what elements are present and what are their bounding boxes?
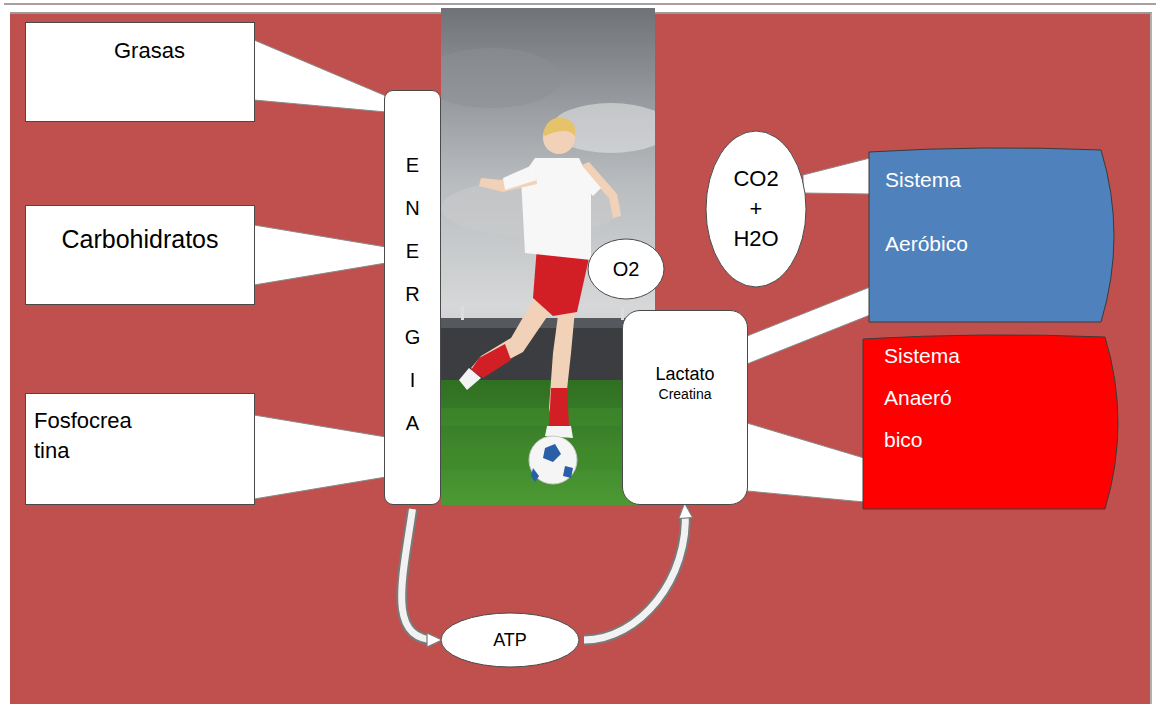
text-holder: Sistema Anaeró bico	[862, 335, 1127, 510]
stadium-light	[461, 306, 464, 320]
wedge-shape	[254, 415, 386, 499]
aerobic-system: Sistema Aeróbico	[868, 148, 1123, 323]
ellipse-outline	[588, 239, 664, 299]
text-holder: Carbohidratos	[26, 206, 254, 304]
oxygen-ellipse: O2	[587, 238, 665, 300]
system-outline	[863, 335, 1118, 509]
product-ellipse: CO2 + H2O	[705, 130, 807, 288]
node-label: E N E R G I A	[403, 144, 423, 445]
node-label: Sistema Aeróbico	[885, 148, 980, 276]
energy-wedge	[747, 287, 870, 364]
text-holder: Sistema Aeróbico	[868, 148, 1123, 323]
arrow-outline	[402, 509, 436, 640]
node-label: CO2 + H2O	[729, 164, 783, 254]
arrow-outline	[584, 509, 685, 640]
text-holder: ATP	[440, 612, 580, 668]
energy-wedge	[747, 423, 864, 502]
text-holder: CO2 + H2O	[705, 130, 807, 288]
cycle-arrow	[402, 509, 436, 640]
text-holder: LactatoCreatina	[623, 311, 747, 504]
atp-ellipse: ATP	[440, 612, 580, 668]
wedge-shape	[747, 287, 870, 364]
byproduct-box: LactatoCreatina	[622, 310, 748, 505]
system-outline	[869, 148, 1114, 322]
node-label: ATP	[493, 629, 527, 652]
wedge-shape	[254, 40, 386, 112]
energy-wedge	[254, 40, 386, 112]
source-box: Grasas	[25, 22, 255, 122]
text-holder: Fosfocrea tina	[26, 394, 254, 504]
energy-wedge	[803, 158, 870, 194]
cloud	[441, 48, 561, 108]
text-holder: E N E R G I A	[385, 91, 440, 504]
arrow-body	[402, 509, 436, 640]
anaerobic-system: Sistema Anaeró bico	[862, 335, 1127, 510]
wedge-shape	[747, 423, 864, 502]
wedge-shape	[803, 158, 870, 194]
ellipse-outline	[706, 131, 806, 287]
page-rule	[4, 3, 1156, 5]
source-box: Carbohidratos	[25, 205, 255, 305]
energy-wedge	[254, 225, 386, 285]
node-label: Lactato	[655, 363, 714, 386]
wedge-shape	[254, 225, 386, 285]
soccer-ball	[529, 436, 577, 484]
energy-wedge	[254, 415, 386, 499]
text-holder: Grasas	[26, 23, 254, 121]
cycle-arrow	[584, 509, 685, 640]
energy-column: E N E R G I A	[384, 90, 441, 505]
node-label: Fosfocrea tina	[34, 406, 138, 466]
source-box: Fosfocrea tina	[25, 393, 255, 505]
ellipse-outline	[441, 613, 579, 667]
node-label: Grasas	[114, 37, 185, 65]
node-label: Creatina	[659, 386, 712, 404]
node-label: O2	[613, 257, 640, 282]
arrow-body	[584, 509, 685, 640]
node-label: Sistema Anaeró bico	[884, 335, 964, 461]
node-label: Carbohidratos	[61, 224, 218, 255]
text-holder: O2	[587, 238, 665, 300]
